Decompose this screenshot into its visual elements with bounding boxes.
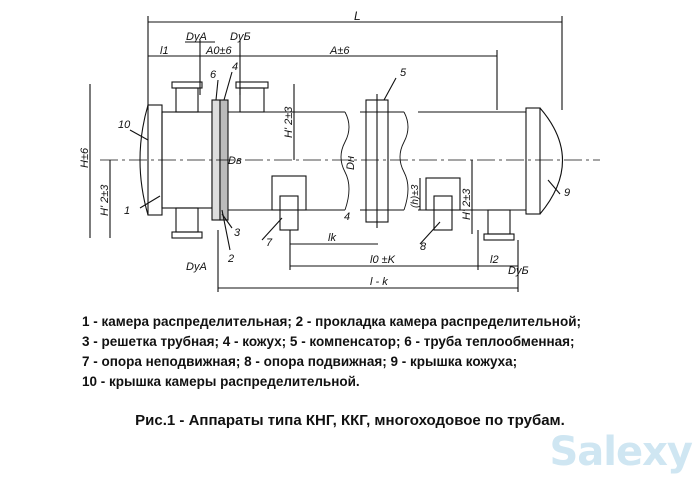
callout: 1 bbox=[124, 205, 130, 217]
legend-line: 3 - решетка трубная; 4 - кожух; 5 - комп… bbox=[82, 334, 575, 349]
dim-l-minus-k: l - k bbox=[370, 276, 388, 288]
callout: 9 bbox=[564, 187, 570, 199]
dim-l2: l2 bbox=[490, 254, 499, 266]
dim-dy-b: DуБ bbox=[230, 31, 251, 43]
watermark-logo: Salexy bbox=[549, 429, 693, 475]
shell-cover-dome bbox=[539, 107, 564, 215]
callout: 4 bbox=[232, 61, 238, 73]
legend-line: 7 - опора неподвижная; 8 - опора подвижн… bbox=[82, 354, 518, 369]
callout: 10 bbox=[118, 119, 131, 131]
sliding-support bbox=[425, 177, 461, 211]
shell-cover bbox=[525, 107, 541, 215]
legend: 1 - камера распределительная; 2 - прокла… bbox=[82, 312, 682, 392]
dim-dv: Dв bbox=[228, 155, 242, 167]
callout: 3 bbox=[234, 227, 241, 239]
callout: 4 bbox=[344, 211, 350, 223]
figure-caption: Рис.1 - Аппараты типа КНГ, ККГ, многоход… bbox=[135, 412, 565, 429]
dim-dn: Dн bbox=[345, 156, 357, 170]
callout: 7 bbox=[266, 237, 273, 249]
dim-dy-b-bottom: DуБ bbox=[508, 265, 529, 277]
dim-a: A±6 bbox=[329, 45, 350, 57]
legend-line: 1 - камера распределительная; 2 - прокла… bbox=[82, 314, 581, 329]
heat-exchanger-drawing: L l1 DуA DуБ A0±6 A±6 H±6 H' 2±3 H' 2±3 … bbox=[79, 9, 600, 292]
dim-a0: A0±6 bbox=[205, 45, 232, 57]
dim-h-mid: H' 2±3 bbox=[283, 106, 295, 138]
callout: 8 bbox=[420, 241, 427, 253]
dim-h: H±6 bbox=[79, 147, 91, 168]
dim-h1: H' 2±3 bbox=[99, 184, 111, 216]
dim-l0k: l0 ±K bbox=[370, 254, 396, 266]
dim-l1: l1 bbox=[160, 45, 169, 57]
dim-dy-a-bottom: DуA bbox=[186, 261, 207, 273]
dim-L: L bbox=[354, 9, 361, 23]
fixed-support bbox=[271, 175, 307, 211]
dim-h1-right: H' 2±3 bbox=[461, 188, 473, 220]
dim-h-support: (h)±3 bbox=[410, 184, 421, 208]
dim-dy-a: DуA bbox=[186, 31, 207, 43]
callout: 2 bbox=[227, 253, 234, 265]
callout: 6 bbox=[210, 69, 217, 81]
dim-lk: lk bbox=[328, 232, 336, 244]
legend-line: 10 - крышка камеры распределительной. bbox=[82, 374, 360, 389]
callout: 5 bbox=[400, 67, 407, 79]
